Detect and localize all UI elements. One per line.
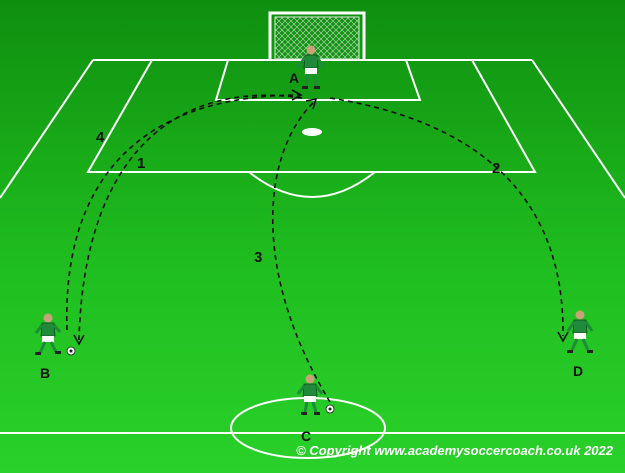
- player-d-label: D: [573, 363, 583, 379]
- player-a-icon: [296, 45, 326, 89]
- pass-2-label: 2: [492, 160, 500, 177]
- pass-1-label: 1: [137, 155, 145, 172]
- left-touchline: [0, 59, 94, 199]
- player-b-label: B: [40, 365, 50, 381]
- ball-c-icon: [325, 404, 335, 414]
- pass-3-path: [272, 99, 331, 403]
- player-b-icon: [34, 313, 62, 355]
- pass-1-path: [78, 94, 303, 341]
- pass-2-path: [329, 97, 564, 337]
- goal-frame: [268, 11, 366, 60]
- pass-1-arrowhead: [73, 334, 85, 346]
- goal-area: [214, 59, 422, 101]
- pitch-lines: [0, 59, 625, 459]
- goal: [268, 11, 366, 60]
- ball-b-icon: [66, 346, 76, 356]
- right-touchline: [531, 59, 625, 199]
- copyright-text: © Copyright www.academysoccercoach.co.uk…: [296, 443, 614, 458]
- penalty-arc: [248, 171, 376, 198]
- pass-4-path: [66, 94, 301, 331]
- player-c-label: C: [301, 428, 311, 444]
- player-a-label: A: [289, 70, 299, 86]
- penalty-spot: [302, 128, 322, 136]
- pass-3-label: 3: [254, 249, 262, 266]
- pass-4-label: 4: [96, 129, 105, 146]
- pass-4-arrowhead: [291, 89, 303, 101]
- player-d-icon: [566, 310, 594, 353]
- player-c-icon: [296, 374, 324, 415]
- goal-net: [274, 16, 360, 60]
- penalty-area: [86, 59, 537, 173]
- pass-2-arrowhead: [557, 331, 569, 343]
- pass-3-arrowhead: [305, 97, 318, 110]
